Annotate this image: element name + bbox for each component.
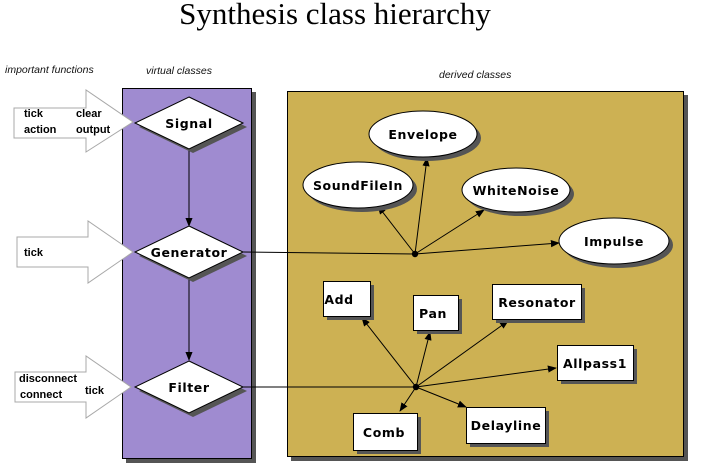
edge-to-add	[361, 317, 417, 388]
edge-to-envelope	[414, 157, 430, 255]
generator-derived-edges	[377, 157, 560, 258]
box-node-icon	[492, 284, 582, 320]
function-arrow-generator: tick	[16, 220, 134, 284]
box-node-icon	[557, 345, 634, 381]
derived-classes-panel	[287, 91, 688, 461]
derived-class-delayline[interactable]: Delayline	[466, 407, 550, 448]
box-node-icon	[466, 407, 546, 444]
derived-class-resonator[interactable]: Resonator	[492, 284, 586, 324]
derived-class-add[interactable]: Add	[323, 281, 375, 321]
derived-class-envelope[interactable]: Envelope	[368, 110, 481, 161]
derived-class-label: Envelope	[388, 127, 457, 142]
function-label: output	[76, 124, 111, 136]
derived-class-label: SoundFileIn	[313, 178, 403, 193]
ellipse-node-icon	[558, 217, 670, 265]
virtual-class-signal[interactable]: Signal	[133, 96, 247, 153]
derived-class-comb[interactable]: Comb	[353, 413, 422, 455]
edge-to-whitenoise	[414, 209, 485, 255]
derived-class-label: Comb	[363, 425, 405, 440]
derived-class-label: Add	[324, 292, 353, 307]
block-arrow-icon	[13, 89, 134, 153]
edge-to-delayline	[415, 386, 467, 408]
virtual-class-label: Filter	[168, 380, 210, 395]
function-label: connect	[20, 389, 63, 401]
edge-to-impulse	[414, 240, 560, 255]
virtual-class-generator[interactable]: Generator	[133, 225, 247, 282]
derived-class-pan[interactable]: Pan	[413, 295, 463, 335]
diamond-node-icon	[133, 225, 245, 279]
box-node-icon	[323, 281, 371, 317]
function-label: tick	[24, 247, 44, 259]
derived-class-allpass1[interactable]: Allpass1	[557, 345, 638, 385]
junction-dot	[411, 250, 419, 258]
function-label: clear	[76, 108, 102, 120]
function-arrow-filter: disconnect connect tick	[14, 355, 132, 419]
derived-class-label: Impulse	[584, 234, 644, 249]
virtual-class-label: Signal	[165, 116, 212, 131]
function-arrow-signal: tick action clear output	[13, 89, 134, 153]
junction-dot	[412, 383, 420, 391]
box-node-icon	[353, 413, 418, 451]
edge-to-comb	[399, 386, 417, 412]
edge-to-allpass1	[415, 365, 557, 388]
edge-to-pan	[415, 331, 432, 388]
filter-derived-edges	[361, 317, 557, 412]
derived-class-label: Delayline	[471, 418, 542, 433]
box-node-icon	[413, 295, 459, 331]
virtual-class-filter[interactable]: Filter	[133, 360, 247, 417]
function-label: action	[24, 124, 57, 136]
connector-generator-junction	[242, 251, 416, 255]
derived-class-label: Allpass1	[563, 356, 627, 371]
derived-class-soundfilein[interactable]: SoundFileIn	[302, 161, 417, 212]
section-heading-virtual: virtual classes	[146, 65, 213, 77]
ellipse-node-icon	[368, 110, 478, 158]
diamond-node-icon	[133, 360, 245, 414]
derived-panel-background	[287, 91, 684, 457]
section-heading-derived: derived classes	[439, 69, 512, 81]
ellipse-node-icon	[302, 161, 414, 209]
function-label: tick	[85, 385, 105, 397]
derived-class-whitenoise[interactable]: WhiteNoise	[461, 167, 574, 216]
derived-class-impulse[interactable]: Impulse	[558, 217, 673, 268]
derived-class-label: Pan	[419, 306, 447, 321]
block-arrow-icon	[14, 355, 132, 419]
function-label: tick	[24, 108, 44, 120]
edge-to-soundfilein	[377, 205, 416, 255]
block-arrow-icon	[16, 220, 134, 284]
virtual-class-label: Generator	[151, 245, 228, 260]
ellipse-node-icon	[461, 167, 571, 213]
derived-class-label: Resonator	[498, 295, 576, 310]
diamond-node-icon	[133, 96, 245, 150]
function-label: disconnect	[19, 373, 77, 385]
diagram-title: Synthesis class hierarchy	[179, 0, 491, 31]
section-heading-functions: important functions	[5, 64, 94, 76]
edge-to-resonator	[415, 320, 509, 388]
derived-class-label: WhiteNoise	[473, 183, 560, 198]
